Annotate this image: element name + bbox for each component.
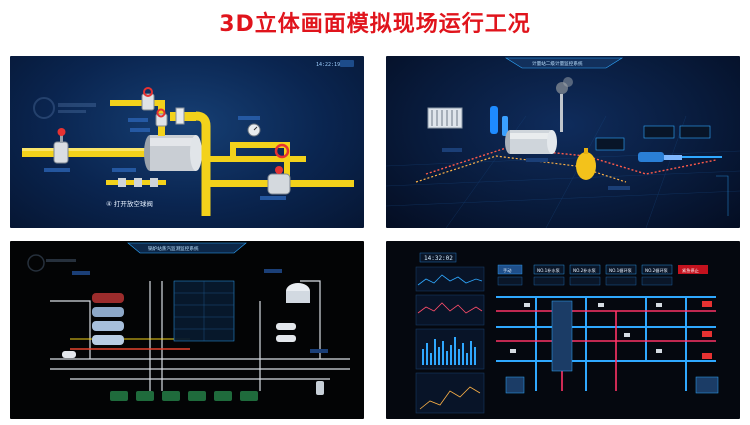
boiler-station-scene: 锅炉站蒸汽监测监控系统 xyxy=(27,242,350,401)
yellow-tank-icon xyxy=(576,152,596,180)
pump1-button[interactable]: NO.1补水泵 xyxy=(537,267,560,274)
step-caption: ④ 打开放空球阀 xyxy=(106,199,153,208)
logo-watermark-icon xyxy=(33,97,96,119)
radiator-icon xyxy=(427,107,463,129)
header-text-p3: 锅炉站蒸汽监测监控系统 xyxy=(148,245,199,252)
clock-text: 14:22:19 xyxy=(316,62,340,68)
page-title: 3D立体画面模拟现场运行工况 xyxy=(219,12,531,37)
blue-tank-icon xyxy=(490,106,498,134)
pump-icon xyxy=(638,152,664,162)
ball-valve-right-icon xyxy=(267,173,291,195)
panel-boiler-station[interactable]: 锅炉站蒸汽监测监控系统 xyxy=(10,241,364,419)
central-tank-icon xyxy=(551,300,573,372)
circ-pump1-button[interactable]: NO.1循环泵 xyxy=(609,267,632,274)
handwheel-right-icon xyxy=(274,143,290,159)
pipe-network xyxy=(496,296,716,391)
bar-chart-mini xyxy=(422,337,476,365)
handwheel-icon xyxy=(143,87,153,97)
dashboard-scene: 14:32:02 手动 NO.1补水泵 N xyxy=(415,252,719,414)
panel-metering-station[interactable]: 计量站二级计量监控系统 xyxy=(386,56,740,228)
control-button-row xyxy=(497,264,708,275)
alarm-indicator-icon xyxy=(702,301,712,359)
manual-button[interactable]: 手动 xyxy=(503,267,511,274)
trend-line-1 xyxy=(417,274,483,286)
circ-pump2-button[interactable]: NO.2循环泵 xyxy=(645,267,668,274)
header-text: 计量站二级计量监控系统 xyxy=(532,60,583,67)
dashboard-clock: 14:32:02 xyxy=(424,255,453,262)
pump-row-icon xyxy=(110,391,258,401)
boiler-stack-icon xyxy=(92,293,124,345)
metering-scene: 计量站二级计量监控系统 xyxy=(386,57,740,228)
panel-pump-dashboard[interactable]: 14:32:02 手动 NO.1补水泵 N xyxy=(386,241,740,419)
panel-pipeline-valves[interactable]: 14:22:19 xyxy=(10,56,364,228)
emergency-stop-button[interactable]: 紧急停止 xyxy=(682,267,699,274)
trend-line-2 xyxy=(417,302,483,314)
pump2-button[interactable]: NO.2补水泵 xyxy=(573,267,596,274)
main-pipe xyxy=(22,148,160,157)
pipeline-scene: 14:22:19 xyxy=(22,60,354,216)
ball-valve-left-icon xyxy=(53,141,69,164)
